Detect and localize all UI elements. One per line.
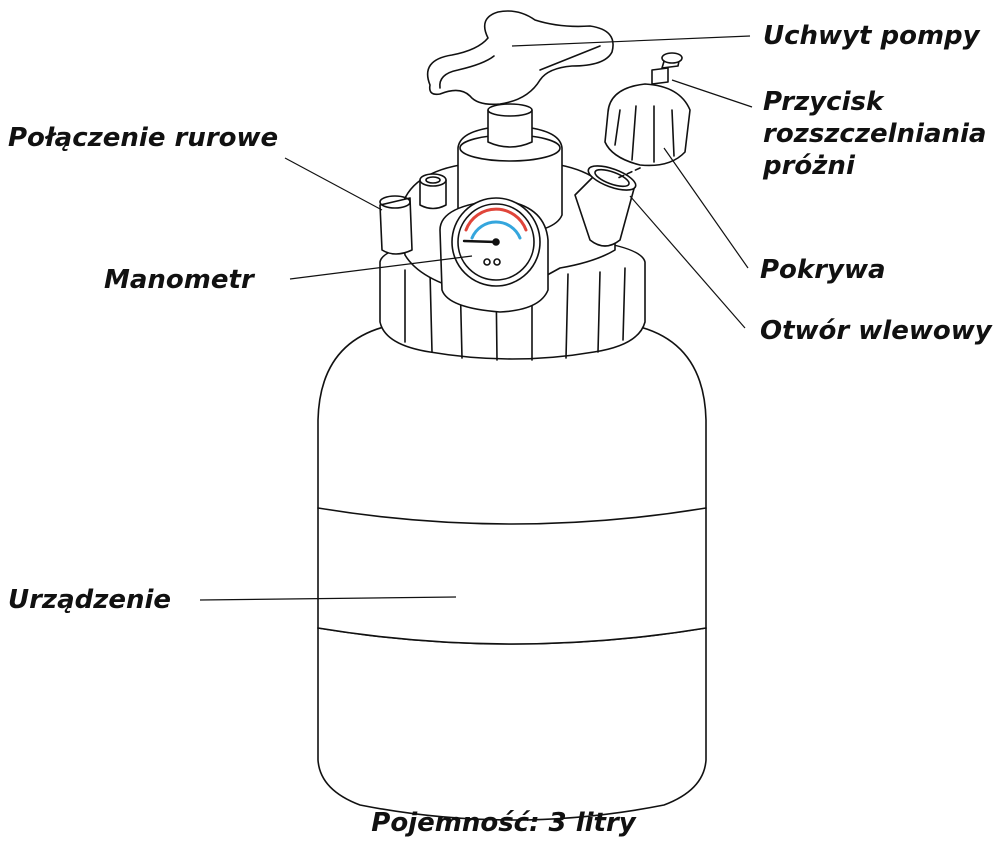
vacuum-valve [652,68,668,84]
label-vacuum-button-line2: rozszczelniania [763,118,986,150]
label-vacuum-button-line3: próżni [763,150,986,182]
label-gauge: Manometr [104,264,254,296]
pump-handle-shape [428,11,613,104]
label-vacuum-button-line1: Przycisk [763,86,986,118]
leader-pipe-connection [285,158,382,210]
label-lid: Pokrywa [760,254,886,286]
capacity-caption: Pojemność: 3 litry [0,808,1007,838]
label-device: Urządzenie [8,584,171,616]
label-pump-handle: Uchwyt pompy [763,20,980,52]
leader-fill-opening [630,196,745,328]
label-fill-opening: Otwór wlewowy [760,315,992,347]
tank-base [318,628,706,820]
label-pipe-connection: Połączenie rurowe [8,122,278,154]
tank-dome [318,325,706,644]
label-vacuum-button: Przycisk rozszczelniania próżni [763,86,986,182]
